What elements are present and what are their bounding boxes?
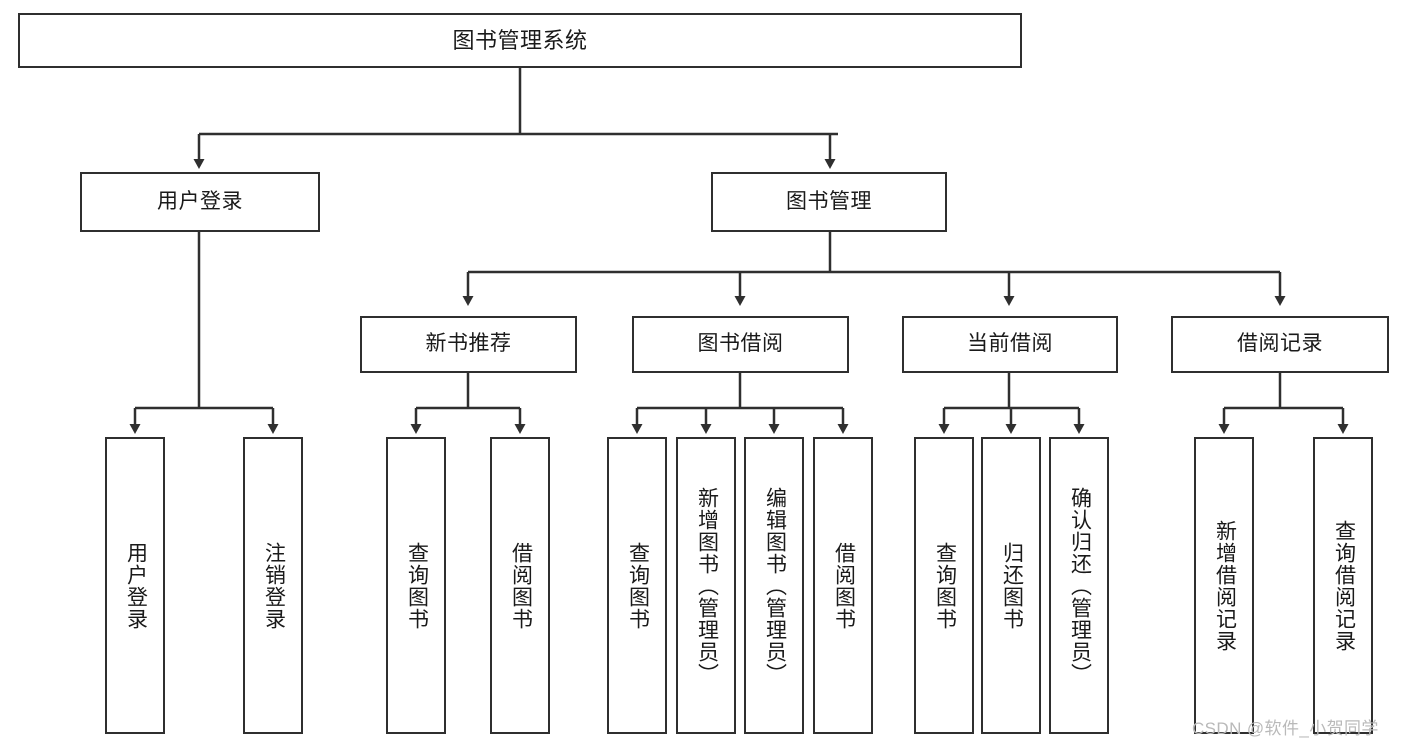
node-current-borrow[interactable]: 当前借阅 (902, 316, 1118, 373)
node-book-management[interactable]: 图书管理 (711, 172, 947, 232)
csdn-watermark: CSDN @软件_小贺同学 (1192, 719, 1379, 738)
leaf-new-book-borrow-book[interactable]: 借阅图书 (490, 437, 550, 734)
node-user-login[interactable]: 用户登录 (80, 172, 320, 232)
node-new-book-recommend[interactable]: 新书推荐 (360, 316, 577, 373)
node-label: 图书管理系统 (452, 27, 588, 53)
leaf-label: 借阅图书 (832, 541, 856, 630)
node-label: 用户登录 (157, 189, 243, 213)
leaf-current-borrow-confirm-return[interactable]: 确认归还（管理员） (1049, 437, 1109, 734)
leaf-book-borrow-add-book[interactable]: 新增图书（管理员） (676, 437, 736, 734)
node-book-borrow[interactable]: 图书借阅 (632, 316, 849, 373)
leaf-label: 注销登录 (262, 541, 286, 630)
leaf-current-borrow-return-book[interactable]: 归还图书 (981, 437, 1041, 734)
leaf-user-login-logout[interactable]: 注销登录 (243, 437, 303, 734)
node-root-system[interactable]: 图书管理系统 (18, 13, 1022, 68)
node-label: 图书管理 (786, 189, 872, 213)
node-borrow-record[interactable]: 借阅记录 (1171, 316, 1389, 373)
leaf-label: 借阅图书 (509, 541, 533, 630)
leaf-label: 查询借阅记录 (1332, 519, 1356, 652)
leaf-book-borrow-query-book[interactable]: 查询图书 (607, 437, 667, 734)
leaf-label: 新增图书（管理员） (695, 486, 719, 685)
node-label: 当前借阅 (967, 332, 1053, 356)
node-label: 新书推荐 (425, 332, 512, 356)
leaf-label: 用户登录 (124, 541, 148, 630)
leaf-borrow-record-add-record[interactable]: 新增借阅记录 (1194, 437, 1254, 734)
leaf-label: 查询图书 (405, 541, 429, 630)
leaf-label: 查询图书 (933, 541, 957, 630)
leaf-current-borrow-query-book[interactable]: 查询图书 (914, 437, 974, 734)
leaf-label: 归还图书 (1000, 541, 1024, 630)
leaf-book-borrow-edit-book[interactable]: 编辑图书（管理员） (744, 437, 804, 734)
leaf-user-login-login[interactable]: 用户登录 (105, 437, 165, 734)
node-label: 借阅记录 (1237, 332, 1323, 356)
node-label: 图书借阅 (697, 332, 784, 356)
leaf-borrow-record-query-record[interactable]: 查询借阅记录 (1313, 437, 1373, 734)
leaf-label: 查询图书 (626, 541, 650, 630)
leaf-new-book-query-book[interactable]: 查询图书 (386, 437, 446, 734)
leaf-label: 确认归还（管理员） (1068, 486, 1092, 685)
leaf-label: 新增借阅记录 (1213, 519, 1237, 652)
leaf-label: 编辑图书（管理员） (763, 486, 787, 685)
leaf-book-borrow-borrow-book[interactable]: 借阅图书 (813, 437, 873, 734)
